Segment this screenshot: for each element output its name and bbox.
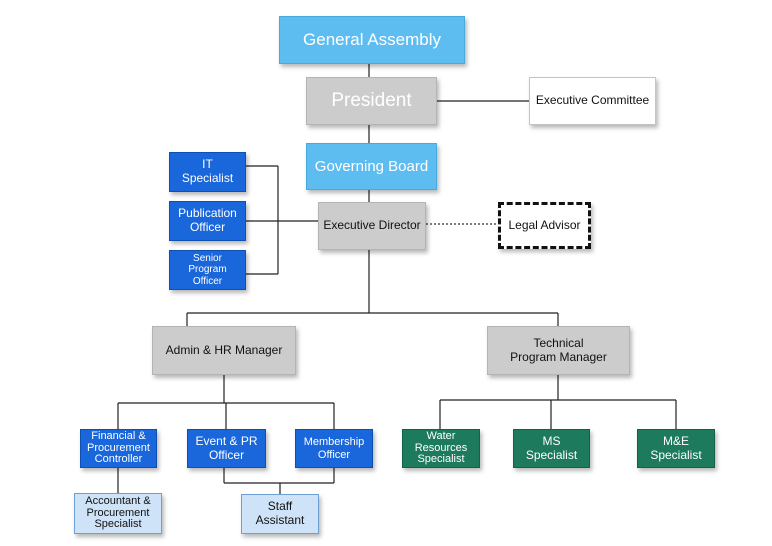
technical-program-manager-label: Technical Program Manager	[510, 335, 607, 364]
accountant-procurement-specialist-label: Accountant & Procurement Specialist	[85, 495, 151, 531]
governing-board-label: Governing Board	[314, 157, 429, 175]
financial-procurement-controller-box: Financial & Procurement Controller	[80, 429, 157, 468]
governing-board-box: Governing Board	[306, 143, 437, 190]
me-specialist-label: M&E Specialist	[650, 433, 702, 462]
admin-hr-manager-box: Admin & HR Manager	[152, 326, 296, 375]
legal-advisor-box: Legal Advisor	[498, 202, 591, 249]
general-assembly-box: General Assembly	[279, 16, 465, 64]
financial-procurement-controller-label: Financial & Procurement Controller	[87, 430, 150, 466]
president-label: President	[331, 90, 412, 112]
event-pr-officer-box: Event & PR Officer	[187, 429, 266, 468]
senior-program-officer-label: Senior Program Officer	[188, 252, 227, 287]
it-specialist-box: IT Specialist	[169, 152, 246, 192]
ms-specialist-box: MS Specialist	[513, 429, 590, 468]
admin-hr-manager-label: Admin & HR Manager	[165, 342, 283, 357]
publication-officer-label: Publication Officer	[178, 206, 237, 234]
staff-assistant-box: Staff Assistant	[241, 494, 319, 534]
me-specialist-box: M&E Specialist	[637, 429, 715, 468]
general-assembly-label: General Assembly	[303, 30, 441, 50]
legal-advisor-label: Legal Advisor	[508, 217, 581, 232]
executive-director-label: Executive Director	[323, 218, 421, 233]
water-resources-specialist-label: Water Resources Specialist	[414, 430, 468, 466]
executive-director-box: Executive Director	[318, 202, 426, 250]
executive-committee-box: Executive Committee	[529, 77, 656, 125]
technical-program-manager-box: Technical Program Manager	[487, 326, 630, 375]
publication-officer-box: Publication Officer	[169, 201, 246, 241]
event-pr-officer-label: Event & PR Officer	[195, 433, 258, 462]
executive-committee-label: Executive Committee	[535, 93, 650, 108]
president-box: President	[306, 77, 437, 125]
membership-officer-box: Membership Officer	[295, 429, 373, 468]
staff-assistant-label: Staff Assistant	[255, 499, 305, 527]
senior-program-officer-box: Senior Program Officer	[169, 250, 246, 290]
membership-officer-label: Membership Officer	[303, 435, 365, 461]
ms-specialist-label: MS Specialist	[525, 433, 578, 462]
it-specialist-label: IT Specialist	[181, 157, 234, 185]
water-resources-specialist-box: Water Resources Specialist	[402, 429, 480, 468]
accountant-procurement-specialist-box: Accountant & Procurement Specialist	[74, 493, 162, 534]
